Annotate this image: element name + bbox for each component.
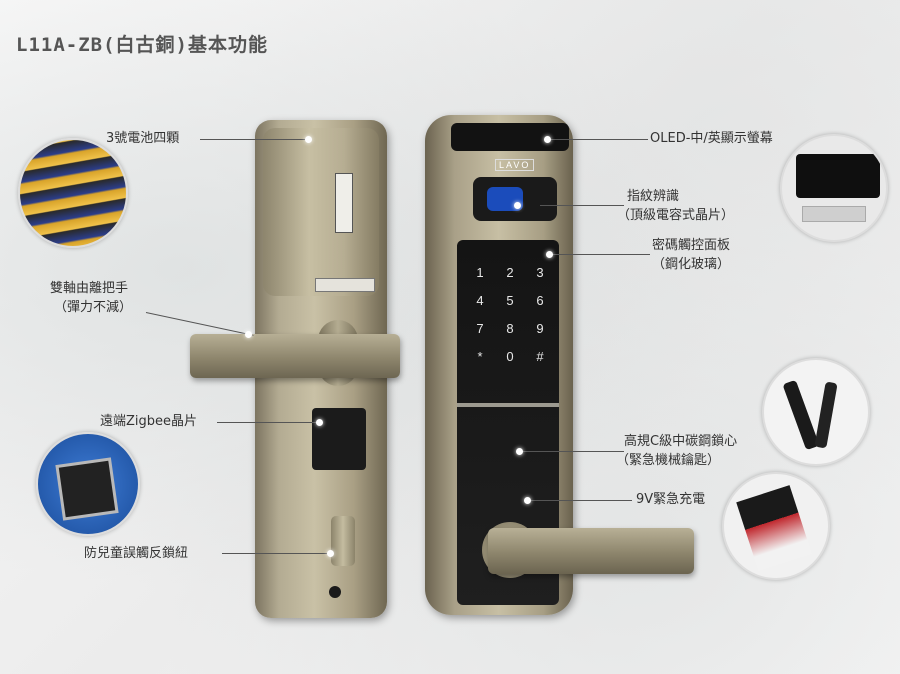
- key-2[interactable]: 2: [506, 265, 514, 280]
- label-charge: 9V緊急充電: [636, 492, 706, 507]
- label-fingerprint-2: （頂級電容式晶片）: [617, 208, 735, 223]
- leader-fingerprint: [540, 205, 624, 206]
- screw-hole: [329, 586, 341, 598]
- leader-dot-fingerprint: [514, 202, 521, 209]
- label-handle-1: 雙軸由離把手: [50, 281, 129, 296]
- leader-charge: [528, 500, 632, 501]
- keypad: 1 2 3 4 5 6 7 8 9 * 0 #: [465, 265, 555, 365]
- fingerprint-housing: [473, 177, 557, 221]
- key-3[interactable]: 3: [536, 265, 544, 280]
- oled-screen-preview: [796, 154, 880, 198]
- key-7[interactable]: 7: [476, 321, 484, 336]
- battery-cover: [263, 128, 379, 296]
- leader-dot-cylinder: [516, 448, 523, 455]
- inside-handle[interactable]: [190, 334, 400, 378]
- key-6[interactable]: 6: [536, 293, 544, 308]
- oled-display: [451, 123, 569, 151]
- key-shape-2: [814, 381, 838, 449]
- aa-battery-photo-icon: [18, 138, 128, 248]
- leader-dot-oled: [544, 136, 551, 143]
- brand-plate-preview: [802, 206, 866, 222]
- oled-screen-photo-icon: [780, 134, 888, 242]
- zigbee-chip-photo-icon: [36, 432, 140, 536]
- nine-volt-battery-photo-icon: [722, 472, 830, 580]
- key-9[interactable]: 9: [536, 321, 544, 336]
- leader-keypad: [550, 254, 650, 255]
- label-child-lock: 防兒童誤觸反鎖紐: [84, 546, 189, 561]
- key-0[interactable]: 0: [506, 349, 514, 364]
- label-oled: OLED-中/英顯示螢幕: [650, 131, 773, 146]
- mechanical-key-photo-icon: [762, 358, 870, 466]
- leader-dot-child-lock: [327, 550, 334, 557]
- leader-dot-keypad: [546, 251, 553, 258]
- leader-oled: [548, 139, 648, 140]
- panel-divider: [457, 403, 559, 407]
- cover-bar: [315, 278, 375, 292]
- label-zigbee: 遠端Zigbee晶片: [100, 414, 198, 429]
- key-hash[interactable]: #: [536, 349, 544, 364]
- leader-battery: [200, 139, 308, 140]
- key-1[interactable]: 1: [476, 265, 484, 280]
- leader-child-lock: [222, 553, 330, 554]
- leader-dot-zigbee: [316, 419, 323, 426]
- page-title: L11A-ZB(白古銅)基本功能: [16, 34, 268, 56]
- key-shape-1: [782, 379, 820, 451]
- brand-logo: LAVO: [495, 159, 535, 171]
- label-battery: 3號電池四顆: [106, 131, 180, 146]
- leader-dot-battery: [305, 136, 312, 143]
- key-star[interactable]: *: [477, 349, 483, 364]
- leader-cylinder: [520, 451, 624, 452]
- ic-chip: [58, 460, 116, 518]
- leader-dot-handle: [245, 331, 252, 338]
- label-fingerprint-1: 指紋辨識: [627, 189, 680, 204]
- label-keypad-1: 密碼觸控面板: [652, 238, 731, 253]
- key-4[interactable]: 4: [476, 293, 484, 308]
- label-cylinder-2: （緊急機械鑰匙）: [616, 453, 721, 468]
- leader-dot-charge: [524, 497, 531, 504]
- key-5[interactable]: 5: [506, 293, 514, 308]
- label-keypad-2: （鋼化玻璃）: [652, 257, 731, 272]
- zigbee-module: [312, 408, 366, 470]
- anti-child-lock-knob[interactable]: [331, 516, 355, 566]
- leader-zigbee: [217, 422, 319, 423]
- nine-volt-battery-shape: [736, 485, 812, 571]
- label-cylinder-1: 高規C級中碳鋼鎖心: [624, 434, 738, 449]
- key-8[interactable]: 8: [506, 321, 514, 336]
- cover-slot: [335, 173, 353, 233]
- label-handle-2: （彈力不減）: [54, 300, 133, 315]
- outside-handle[interactable]: [488, 528, 694, 574]
